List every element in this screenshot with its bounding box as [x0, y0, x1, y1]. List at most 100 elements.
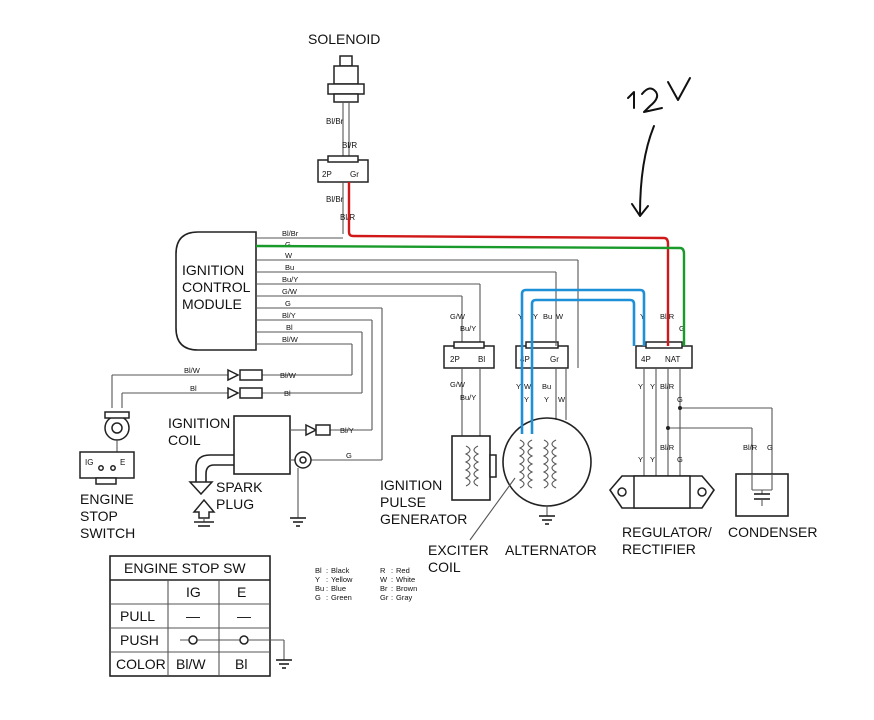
wire-label: Bl/Y	[282, 311, 296, 320]
alternator: ALTERNATOR EXCITER COIL	[428, 417, 597, 575]
wire-label: G	[285, 240, 291, 249]
wire-label: Y	[640, 312, 645, 321]
wire-label: Bl/W	[280, 371, 297, 380]
wire-label: Bl/R	[340, 213, 355, 222]
engine-stop-switch-table: ENGINE STOP SW IG E PULL — — PUSH COLOR …	[109, 555, 292, 677]
diode-icon	[227, 386, 240, 400]
engine-stop-switch: IG E ENGINE STOP SWITCH	[79, 411, 135, 541]
legend-color: Brown	[396, 584, 417, 593]
connector-label: Gr	[550, 355, 559, 364]
coil-label: IGNITION	[168, 415, 230, 431]
spark-plug-cap-icon	[188, 481, 214, 496]
table-cell: Bl/W	[176, 656, 206, 672]
connector-label: 2P	[322, 170, 332, 179]
wire-label: Bl/R	[743, 443, 758, 452]
connector-label: IG	[85, 458, 93, 467]
solenoid: SOLENOID Bl/Br Bl/R	[308, 31, 380, 160]
alternator-connector: Y Y Bu W 4P Gr Y W Bu Y Y W	[515, 312, 579, 420]
exciter-label: EXCITER	[428, 542, 489, 558]
regulator-connector: Y Bl/R G 4P NAT Y Y Bl/R G Y Y Bl/R G Bl…	[635, 312, 773, 476]
legend-code: Br	[380, 584, 388, 593]
arrow-shaft	[639, 125, 655, 215]
wire-label: Bu	[542, 382, 551, 391]
pulse-gen-label: PULSE	[380, 494, 426, 510]
legend-color: Green	[331, 593, 352, 602]
wire-label: Bl/Br	[326, 117, 344, 126]
spark-plug-label: PLUG	[216, 496, 254, 512]
connector-label: E	[120, 458, 125, 467]
legend-code: G	[315, 593, 321, 602]
ignition-coil: IGNITION COIL Bl/Y G SPARK PLUG	[168, 415, 354, 527]
wire-label: Bl/W	[282, 335, 299, 344]
wire-label: Bl	[190, 384, 197, 393]
solenoid-tip	[339, 55, 353, 67]
wire-label: Bl/R	[342, 141, 357, 150]
table-title: ENGINE STOP SW	[124, 560, 246, 576]
condenser: CONDENSER	[728, 473, 817, 540]
legend-color: Yellow	[331, 575, 353, 584]
connector-label: 4P	[520, 355, 530, 364]
regulator-label: REGULATOR/	[622, 524, 712, 540]
ignition-control-module: IGNITION CONTROL MODULE	[175, 231, 257, 351]
legend-color: Red	[396, 566, 410, 575]
table-header-ig: IG	[186, 584, 201, 600]
coil-label: COIL	[168, 432, 201, 448]
connector-label: 2P	[450, 355, 460, 364]
ignition-pulse-generator: IGNITION PULSE GENERATOR	[380, 435, 497, 527]
legend-sep: :	[326, 566, 328, 575]
solenoid-body-bottom	[333, 93, 359, 103]
contact-icon	[188, 635, 198, 645]
wire-label: G	[679, 324, 685, 333]
wire-label: W	[285, 251, 293, 260]
wire-label: Bl/Y	[340, 426, 354, 435]
legend-sep: :	[391, 575, 393, 584]
wire-label: Bl/R	[660, 382, 675, 391]
engine-stop-harness: Bl/W Bl Bl/W Bl	[111, 366, 362, 408]
switch-label: ENGINE	[80, 491, 134, 507]
solenoid-label: SOLENOID	[308, 31, 380, 47]
wire-label: Y	[638, 382, 643, 391]
connector-label: Gr	[350, 170, 359, 179]
wire-label: Bu/Y	[460, 393, 476, 402]
wire-label: G/W	[450, 312, 466, 321]
connector-label: 4P	[641, 355, 651, 364]
connector-icon	[239, 369, 263, 381]
blue-wire-right	[530, 298, 636, 434]
wire-label: Y	[650, 455, 655, 464]
wire-label: Y	[638, 455, 643, 464]
handwritten-1	[627, 91, 635, 109]
legend-sep: :	[326, 584, 328, 593]
legend-sep: :	[326, 575, 328, 584]
legend-code: W	[380, 575, 388, 584]
icm-wires: Bl/Br G W Bu Bu/Y G/W G Bl/Y Bl Bl/W	[256, 229, 579, 461]
wire-label: Y	[533, 312, 538, 321]
wire-label: Bl/Br	[282, 229, 299, 238]
regulator-rectifier: REGULATOR/ RECTIFIER	[608, 475, 716, 557]
table-row-color: COLOR	[116, 656, 166, 672]
spark-plug-label: SPARK	[216, 479, 263, 495]
wire-label: Y	[650, 382, 655, 391]
icm-label: CONTROL	[182, 279, 251, 295]
annotation-12v	[627, 77, 691, 217]
connector-icon	[305, 423, 318, 437]
wire-label: G	[346, 451, 352, 460]
wire-label: Bu	[285, 263, 294, 272]
connector-icon	[239, 387, 263, 399]
legend-sep: :	[391, 566, 393, 575]
wire-label: Y	[524, 395, 529, 404]
table-cell: Bl	[235, 656, 247, 672]
wire-label: Y	[518, 312, 523, 321]
table-cell: —	[237, 608, 251, 624]
table-row-push: PUSH	[120, 632, 159, 648]
wire-label: W	[558, 395, 566, 404]
legend-code: Gr	[380, 593, 389, 602]
contact-icon	[239, 635, 249, 645]
handwritten-v	[667, 77, 691, 101]
alternator-label: ALTERNATOR	[505, 542, 597, 558]
spark-plug-icon	[192, 498, 216, 519]
wire-label: Bl/W	[184, 366, 201, 375]
legend-code: Bl	[315, 566, 322, 575]
wire-label: G	[677, 455, 683, 464]
wire-label: Bl	[286, 323, 293, 332]
